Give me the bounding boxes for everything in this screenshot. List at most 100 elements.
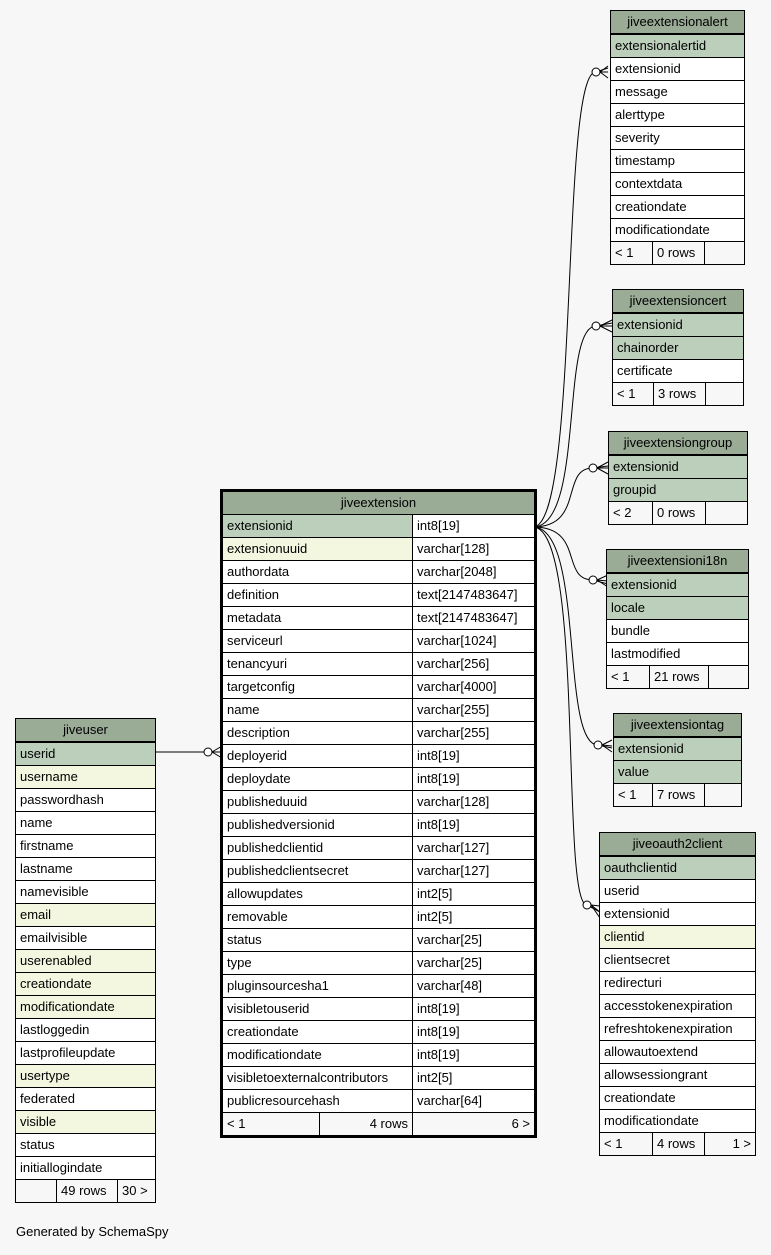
column-type: varchar[128] <box>412 538 534 560</box>
column: initiallogindate <box>20 1160 103 1175</box>
parent-count: < 1 <box>617 386 636 401</box>
column-type: int8[19] <box>412 814 534 836</box>
column-type: varchar[25] <box>412 929 534 951</box>
column-type: int2[5] <box>412 883 534 905</box>
column: creationdate <box>20 976 92 991</box>
column-name: deploydate <box>227 771 291 786</box>
column: creationdate <box>604 1090 676 1105</box>
column-name: visibletoexternalcontributors <box>227 1070 389 1085</box>
table-jiveoauth2client[interactable]: jiveoauth2client oauthclientid userid ex… <box>599 832 756 1156</box>
column: extensionid <box>611 577 677 592</box>
column-name: deployerid <box>227 748 287 763</box>
column: chainorder <box>617 340 679 355</box>
column-type: text[2147483647] <box>412 607 534 629</box>
column: emailvisible <box>20 930 88 945</box>
fk-marker-cert <box>591 321 601 331</box>
column-type: varchar[256] <box>412 653 534 675</box>
column: bundle <box>611 623 651 638</box>
column: certificate <box>617 363 673 378</box>
column-type: varchar[127] <box>412 860 534 882</box>
row-count: 0 rows <box>652 242 704 264</box>
column: lastprofileupdate <box>20 1045 116 1060</box>
column: extensionid <box>604 906 670 921</box>
column: allowsessiongrant <box>604 1067 708 1082</box>
table-footer: < 1 7 rows <box>614 783 741 806</box>
column: groupid <box>613 482 657 497</box>
column: userid <box>604 883 640 898</box>
table-title: jiveextensiongroup <box>609 432 747 455</box>
table-jiveuser[interactable]: jiveuser userid username passwordhash na… <box>15 718 156 1203</box>
column-type: int2[5] <box>412 906 534 928</box>
fk-marker-tag <box>593 740 603 750</box>
column-name: modificationdate <box>227 1047 322 1062</box>
column-type: int8[19] <box>412 1021 534 1043</box>
column: username <box>20 769 78 784</box>
generated-by-note: Generated by SchemaSpy <box>16 1224 169 1239</box>
table-row: deployerid int8[19] <box>223 744 534 767</box>
column-type: int2[5] <box>412 1067 534 1089</box>
column-type: varchar[1024] <box>412 630 534 652</box>
table-jiveextensiontag[interactable]: jiveextensiontag extensionid value < 1 7… <box>613 713 742 807</box>
column: modificationdate <box>20 999 115 1014</box>
column: severity <box>615 130 660 145</box>
column: refreshtokenexpiration <box>604 1021 733 1036</box>
fk-marker-oauth <box>582 900 592 910</box>
column-name: publishedclientsecret <box>227 863 349 878</box>
column: passwordhash <box>20 792 104 807</box>
column-type: varchar[64] <box>412 1090 534 1112</box>
column: name <box>20 815 53 830</box>
row-count: 7 rows <box>652 784 704 806</box>
table-row: publishedclientsecret varchar[127] <box>223 859 534 882</box>
table-jiveextensiongroup[interactable]: jiveextensiongroup extensionid groupid <… <box>608 431 748 525</box>
fk-line-group <box>532 465 609 528</box>
column-name: visibletouserid <box>227 1001 310 1016</box>
fk-line-alert <box>532 67 609 528</box>
column-type: int8[19] <box>412 745 534 767</box>
column-name: definition <box>227 587 280 602</box>
column-type: int8[19] <box>412 998 534 1020</box>
table-jiveextensioncert[interactable]: jiveextensioncert extensionid chainorder… <box>612 289 744 406</box>
column-type: varchar[128] <box>412 791 534 813</box>
column-name: pluginsourcesha1 <box>227 978 329 993</box>
column: usertype <box>20 1068 70 1083</box>
column-name: publicresourcehash <box>227 1093 340 1108</box>
table-footer: < 1 4 rows 1 > <box>600 1132 755 1155</box>
column: allowautoextend <box>604 1044 698 1059</box>
row-count: 4 rows <box>319 1113 412 1135</box>
child-count <box>708 666 748 688</box>
table-title: jiveextensioncert <box>613 290 743 313</box>
table-title: jiveextensioni18n <box>607 550 748 573</box>
column: federated <box>20 1091 75 1106</box>
column: userenabled <box>20 953 92 968</box>
table-title: jiveextensionalert <box>611 11 744 34</box>
child-count: 30 > <box>117 1180 155 1202</box>
column-name: creationdate <box>227 1024 299 1039</box>
table-title: jiveoauth2client <box>600 833 755 856</box>
column: clientsecret <box>604 952 670 967</box>
table-jiveextensioni18n[interactable]: jiveextensioni18n extensionid locale bun… <box>606 549 749 689</box>
fk-line-cert <box>532 322 613 528</box>
column: message <box>615 84 668 99</box>
column: extensionid <box>618 741 684 756</box>
column: extensionid <box>613 459 679 474</box>
fk-marker-group <box>588 463 598 473</box>
row-count: 3 rows <box>653 383 705 405</box>
table-jiveextensionalert[interactable]: jiveextensionalert extensionalertid exte… <box>610 10 745 265</box>
column-name: targetconfig <box>227 679 295 694</box>
parent-count: < 1 <box>227 1116 246 1131</box>
column: lastmodified <box>611 646 681 661</box>
table-row: creationdate int8[19] <box>223 1020 534 1043</box>
parent-count: < 1 <box>604 1136 623 1151</box>
column-name: allowupdates <box>227 886 303 901</box>
column: extensionid <box>617 317 683 332</box>
column-type: text[2147483647] <box>412 584 534 606</box>
